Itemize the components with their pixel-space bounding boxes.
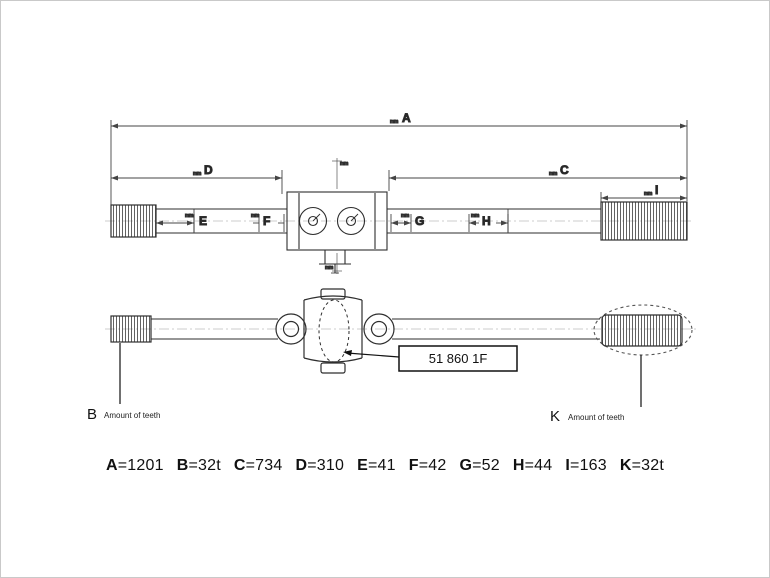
unit-d: mm	[193, 171, 201, 177]
teeth-note-left: Amount of teeth	[104, 411, 160, 420]
dim-label-e: E	[199, 214, 207, 228]
legend-item: I=163	[565, 457, 607, 475]
part-number-box	[398, 345, 518, 372]
legend-value: 32t	[641, 457, 665, 474]
unit-e: mm	[185, 213, 193, 219]
legend-item: A=1201	[106, 457, 164, 475]
teeth-annotation-right: K Amount of teeth	[550, 355, 642, 425]
legend-item: D=310	[295, 457, 344, 475]
unit-c: mm	[549, 171, 557, 177]
spline-zone-ellipse	[593, 304, 693, 356]
legend-item: C=734	[234, 457, 283, 475]
legend-sep: =	[570, 457, 580, 474]
shaft-left-bottom	[151, 318, 278, 340]
legend-value: 44	[534, 457, 553, 474]
legend-value: 310	[316, 457, 345, 474]
legend-key: C	[233, 457, 246, 474]
center-dimension	[332, 158, 342, 274]
legend-item: K=32t	[620, 457, 664, 475]
legend-sep: =	[631, 457, 642, 474]
teeth-key-b: B	[87, 406, 97, 423]
legend-key: E	[357, 457, 368, 474]
legend-sep: =	[367, 457, 378, 474]
legend-key: K	[619, 457, 632, 474]
dimension-F	[253, 214, 285, 232]
dimension-A	[110, 120, 688, 205]
unit-g: mm	[401, 213, 409, 219]
center-joint-bottom	[275, 288, 395, 374]
legend-value: 1201	[127, 457, 164, 474]
legend-value: 163	[579, 457, 607, 474]
dimension-I	[600, 192, 687, 204]
dimension-G	[390, 214, 412, 232]
unit-center-bottom: mm	[325, 265, 333, 271]
bottom-view	[105, 288, 696, 374]
legend-sep: =	[188, 457, 199, 474]
legend-value: 734	[255, 457, 283, 474]
teeth-annotation-left: B Amount of teeth	[87, 343, 160, 423]
unit-center-top: mm	[340, 161, 348, 167]
dim-label-g: G	[415, 214, 424, 228]
legend-key: G	[459, 457, 473, 474]
teeth-key-k: K	[550, 408, 560, 425]
legend-item: E=41	[357, 457, 396, 475]
spline-left-top	[110, 204, 157, 238]
dim-label-h: H	[482, 214, 491, 228]
unit-h: mm	[471, 213, 479, 219]
shaft-right-top	[387, 208, 601, 234]
legend-key: I	[565, 457, 571, 474]
legend-key: D	[295, 457, 308, 474]
teeth-note-right: Amount of teeth	[568, 413, 624, 422]
shaft-right-bottom	[392, 318, 600, 340]
legend-value: 41	[377, 457, 396, 474]
legend-item: G=52	[459, 457, 499, 475]
dim-label-c: C	[560, 163, 569, 177]
legend-item: B=32t	[177, 457, 221, 475]
dim-label-a: A	[402, 111, 411, 125]
legend-sep: =	[307, 457, 317, 474]
center-joint-top	[286, 191, 388, 274]
legend-key: F	[408, 457, 419, 474]
legend-sep: =	[472, 457, 482, 474]
unit-f: mm	[251, 213, 259, 219]
unit-i: mm	[644, 191, 652, 197]
legend-value: 32t	[198, 457, 221, 474]
shaft-left-top	[156, 208, 287, 234]
spline-right-top	[600, 201, 688, 241]
dim-label-i: I	[655, 183, 658, 197]
spline-right-bottom	[601, 314, 683, 347]
legend-key: B	[176, 457, 189, 474]
legend-sep: =	[524, 457, 535, 474]
legend-sep: =	[245, 457, 256, 474]
dimension-C	[388, 170, 687, 191]
legend-sep: =	[418, 457, 429, 474]
legend-value: 52	[481, 457, 500, 474]
unit-a: mm	[390, 119, 398, 125]
legend-key: A	[105, 457, 118, 474]
spline-left-bottom	[110, 315, 152, 343]
dim-label-f: F	[263, 214, 270, 228]
top-view: mm A mm D mm C mm I	[105, 111, 693, 274]
legend-value: 42	[428, 457, 447, 474]
legend-key: H	[512, 457, 525, 474]
dimension-D	[111, 170, 283, 194]
part-callout: 51 860 1F	[343, 345, 518, 372]
dim-label-d: D	[204, 163, 213, 177]
dimension-legend: A=1201 B=32t C=734 D=310 E=41 F=42 G=52 …	[1, 457, 769, 475]
legend-item: F=42	[409, 457, 447, 475]
legend-sep: =	[117, 457, 128, 474]
legend-item: H=44	[513, 457, 553, 475]
part-number: 51 860 1F	[429, 351, 488, 366]
